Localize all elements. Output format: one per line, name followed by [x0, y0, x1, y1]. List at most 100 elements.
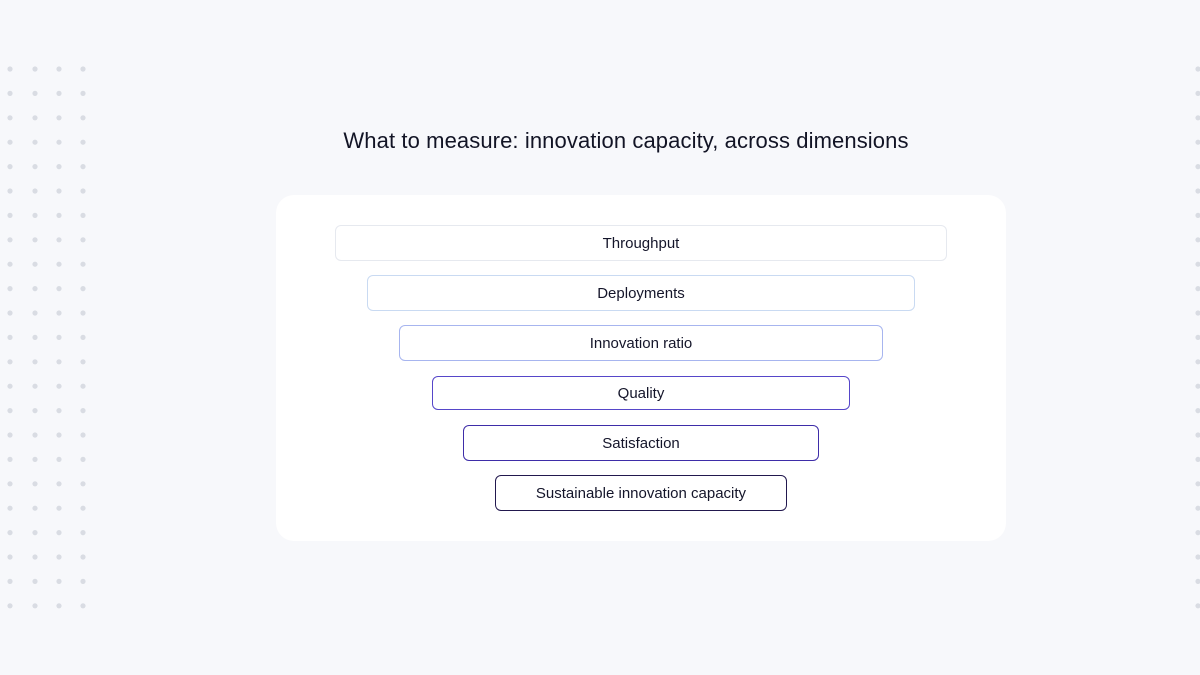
funnel-layer-throughput: Throughput — [335, 225, 947, 261]
decorative-dot — [1195, 408, 1200, 414]
decorative-dot — [80, 212, 86, 218]
decorative-dot — [7, 212, 13, 218]
decorative-dot-grid-left — [7, 66, 86, 609]
decorative-dot — [32, 383, 38, 389]
decorative-dot — [56, 505, 62, 511]
decorative-dot — [1195, 456, 1200, 462]
funnel-layer-innovation-ratio: Innovation ratio — [399, 325, 883, 361]
decorative-dot — [1195, 432, 1200, 438]
decorative-dot — [1195, 554, 1200, 560]
decorative-dot — [7, 530, 13, 536]
decorative-dot — [80, 139, 86, 145]
decorative-dot — [56, 603, 62, 609]
decorative-dot — [32, 115, 38, 121]
decorative-dot — [32, 188, 38, 194]
funnel-layer-sustainable-innovation-capacity: Sustainable innovation capacity — [495, 475, 787, 511]
decorative-dot — [32, 505, 38, 511]
decorative-dot — [7, 310, 13, 316]
decorative-dot — [1195, 359, 1200, 365]
decorative-dot — [7, 481, 13, 487]
decorative-dot — [7, 408, 13, 414]
decorative-dot — [7, 334, 13, 340]
decorative-dot — [80, 456, 86, 462]
decorative-dot — [1195, 212, 1200, 218]
decorative-dot — [80, 66, 86, 72]
decorative-dot — [1195, 188, 1200, 194]
decorative-dot — [80, 432, 86, 438]
decorative-dot — [32, 164, 38, 170]
decorative-dot — [7, 603, 13, 609]
decorative-dot — [7, 554, 13, 560]
decorative-dot — [7, 237, 13, 243]
decorative-dot — [80, 578, 86, 585]
decorative-dot — [32, 578, 38, 585]
decorative-dot — [32, 139, 38, 145]
decorative-dot — [56, 188, 62, 194]
decorative-dot — [32, 408, 38, 414]
decorative-dot — [56, 115, 62, 121]
decorative-dot — [80, 90, 86, 96]
decorative-dot — [56, 66, 62, 72]
decorative-dot — [80, 530, 86, 536]
decorative-dot — [1195, 481, 1200, 487]
decorative-dot — [7, 261, 13, 267]
decorative-dot — [7, 139, 13, 145]
decorative-dot — [80, 408, 86, 414]
decorative-dot — [32, 212, 38, 218]
decorative-dot — [7, 456, 13, 462]
decorative-dot — [56, 383, 62, 389]
funnel-layer-quality: Quality — [432, 376, 850, 410]
decorative-dot — [80, 115, 86, 121]
decorative-dot — [32, 432, 38, 438]
decorative-dot — [56, 237, 62, 243]
decorative-dot — [56, 286, 62, 292]
decorative-dot — [32, 456, 38, 462]
decorative-dot — [7, 432, 13, 438]
decorative-dot — [80, 164, 86, 170]
decorative-dot — [80, 237, 86, 243]
decorative-dot — [56, 139, 62, 145]
decorative-dot — [56, 456, 62, 462]
decorative-dot — [7, 188, 13, 194]
decorative-dot — [80, 188, 86, 194]
decorative-dot — [32, 310, 38, 316]
decorative-dot — [1195, 261, 1200, 267]
decorative-dot — [7, 383, 13, 389]
diagram-title: What to measure: innovation capacity, ac… — [343, 128, 909, 153]
decorative-dot — [1195, 66, 1200, 72]
decorative-dot — [56, 359, 62, 365]
decorative-dot — [1195, 603, 1200, 609]
decorative-dot — [56, 554, 62, 560]
decorative-dot — [1195, 139, 1200, 145]
decorative-dot — [1195, 237, 1200, 243]
decorative-dot — [1195, 90, 1200, 96]
decorative-dot — [56, 408, 62, 414]
decorative-dot — [32, 334, 38, 340]
funnel-layer-satisfaction: Satisfaction — [463, 425, 819, 461]
decorative-dot — [32, 530, 38, 536]
decorative-dot — [1195, 505, 1200, 511]
decorative-dot — [56, 481, 62, 487]
decorative-dot — [7, 115, 13, 121]
decorative-dot — [7, 286, 13, 292]
decorative-dot — [80, 261, 86, 267]
decorative-dot — [32, 481, 38, 487]
decorative-dot — [80, 603, 86, 609]
decorative-dot — [80, 310, 86, 316]
decorative-dot — [80, 383, 86, 389]
decorative-dot — [32, 359, 38, 365]
decorative-dot — [1195, 530, 1200, 536]
decorative-dot — [32, 237, 38, 243]
decorative-dot — [56, 334, 62, 340]
decorative-dot — [80, 334, 86, 340]
decorative-dot — [32, 66, 38, 72]
decorative-dot — [80, 359, 86, 365]
decorative-dot — [56, 212, 62, 218]
decorative-dot — [56, 578, 62, 585]
decorative-dot — [56, 310, 62, 316]
decorative-dot — [1195, 286, 1200, 292]
decorative-dot — [32, 90, 38, 96]
funnel-card: Throughput Deployments Innovation ratio … — [276, 195, 1006, 541]
decorative-dot — [32, 286, 38, 292]
decorative-dot — [56, 530, 62, 536]
